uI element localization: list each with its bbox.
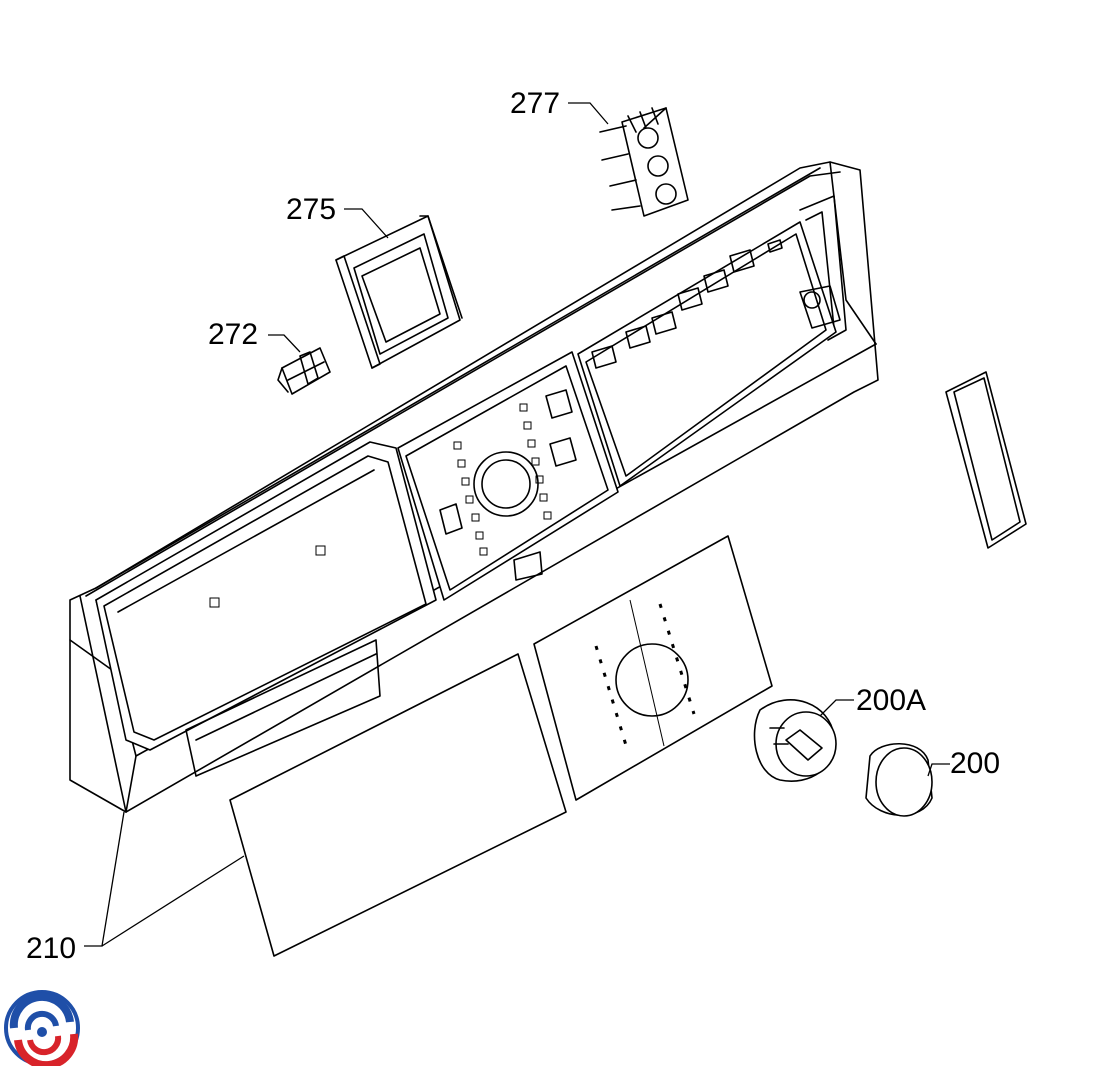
callout-200a: 200A xyxy=(856,684,926,717)
part-200-knob-cap xyxy=(865,742,933,817)
callout-272: 272 xyxy=(208,318,258,351)
front-foil-left xyxy=(229,653,567,957)
callout-277: 277 xyxy=(510,87,560,120)
part-272-switch xyxy=(277,347,331,395)
part-200a-knob-base xyxy=(753,699,837,782)
callout-275: 275 xyxy=(286,193,336,226)
callout-200: 200 xyxy=(950,747,1000,780)
control-panel-210 xyxy=(69,161,879,813)
part-275-frame xyxy=(335,215,463,369)
side-strip xyxy=(945,371,1027,549)
callout-210: 210 xyxy=(26,932,76,965)
led-slots xyxy=(439,389,577,556)
part-277-connector xyxy=(599,107,689,217)
front-foil-display xyxy=(533,535,773,801)
brand-logo xyxy=(4,990,80,1066)
leader-lines xyxy=(84,102,950,947)
